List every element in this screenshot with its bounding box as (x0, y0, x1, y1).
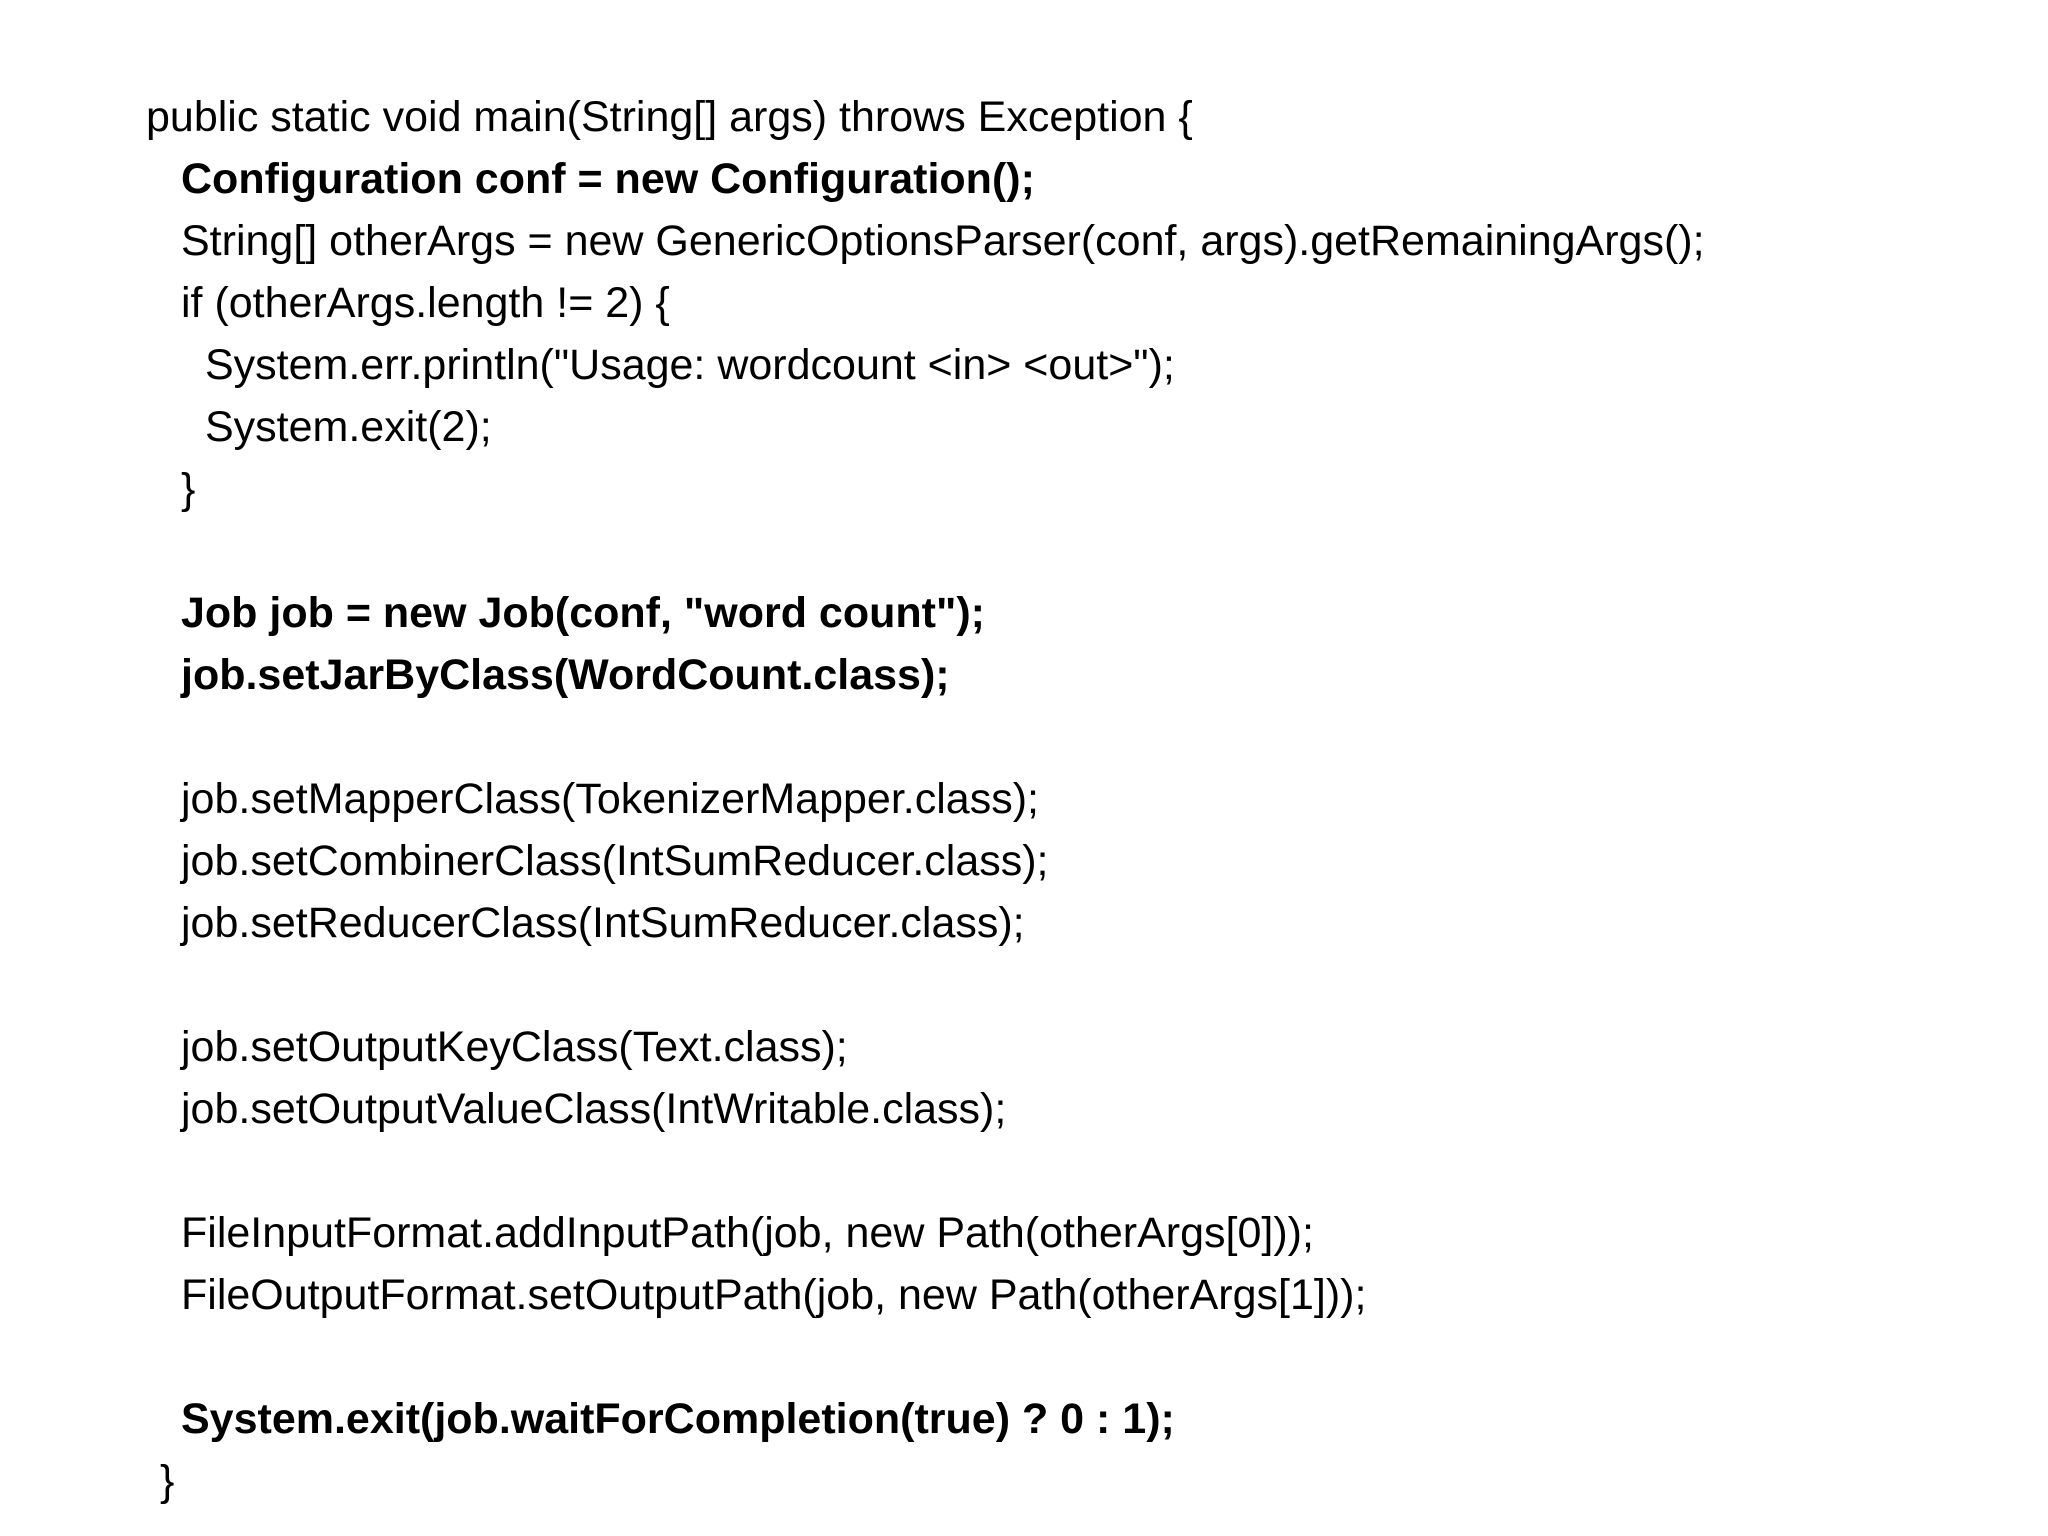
job-create-line: Job job = new Job(conf, "word count"); (181, 589, 985, 637)
code-block: public static void main(String[] args) t… (0, 86, 2048, 1512)
blank-line (0, 520, 2048, 582)
configuration-line: Configuration conf = new Configuration()… (181, 155, 1035, 203)
set-mapper-class-line: job.setMapperClass(TokenizerMapper.class… (181, 775, 1039, 823)
other-args-line: String[] otherArgs = new GenericOptionsP… (181, 217, 1705, 265)
blank-line (0, 954, 2048, 1016)
set-jar-by-class-line: job.setJarByClass(WordCount.class); (181, 651, 950, 699)
add-input-path-line: FileInputFormat.addInputPath(job, new Pa… (181, 1209, 1314, 1257)
set-reducer-class-line: job.setReducerClass(IntSumReducer.class)… (181, 899, 1025, 947)
usage-println-line: System.err.println("Usage: wordcount <in… (205, 341, 1175, 389)
system-exit-2-line: System.exit(2); (205, 403, 492, 451)
wait-for-completion-line: System.exit(job.waitForCompletion(true) … (181, 1395, 1175, 1443)
blank-line (0, 1326, 2048, 1388)
method-signature-line: public static void main(String[] args) t… (146, 93, 1193, 141)
if-close-brace-line: } (181, 465, 196, 513)
method-close-brace-line: } (160, 1457, 175, 1505)
set-output-path-line: FileOutputFormat.setOutputPath(job, new … (181, 1271, 1367, 1319)
set-combiner-class-line: job.setCombinerClass(IntSumReducer.class… (181, 837, 1049, 885)
set-output-value-class-line: job.setOutputValueClass(IntWritable.clas… (181, 1085, 1007, 1133)
set-output-key-class-line: job.setOutputKeyClass(Text.class); (181, 1023, 848, 1071)
blank-line (0, 706, 2048, 768)
blank-line (0, 1140, 2048, 1202)
if-args-length-line: if (otherArgs.length != 2) { (181, 279, 670, 327)
